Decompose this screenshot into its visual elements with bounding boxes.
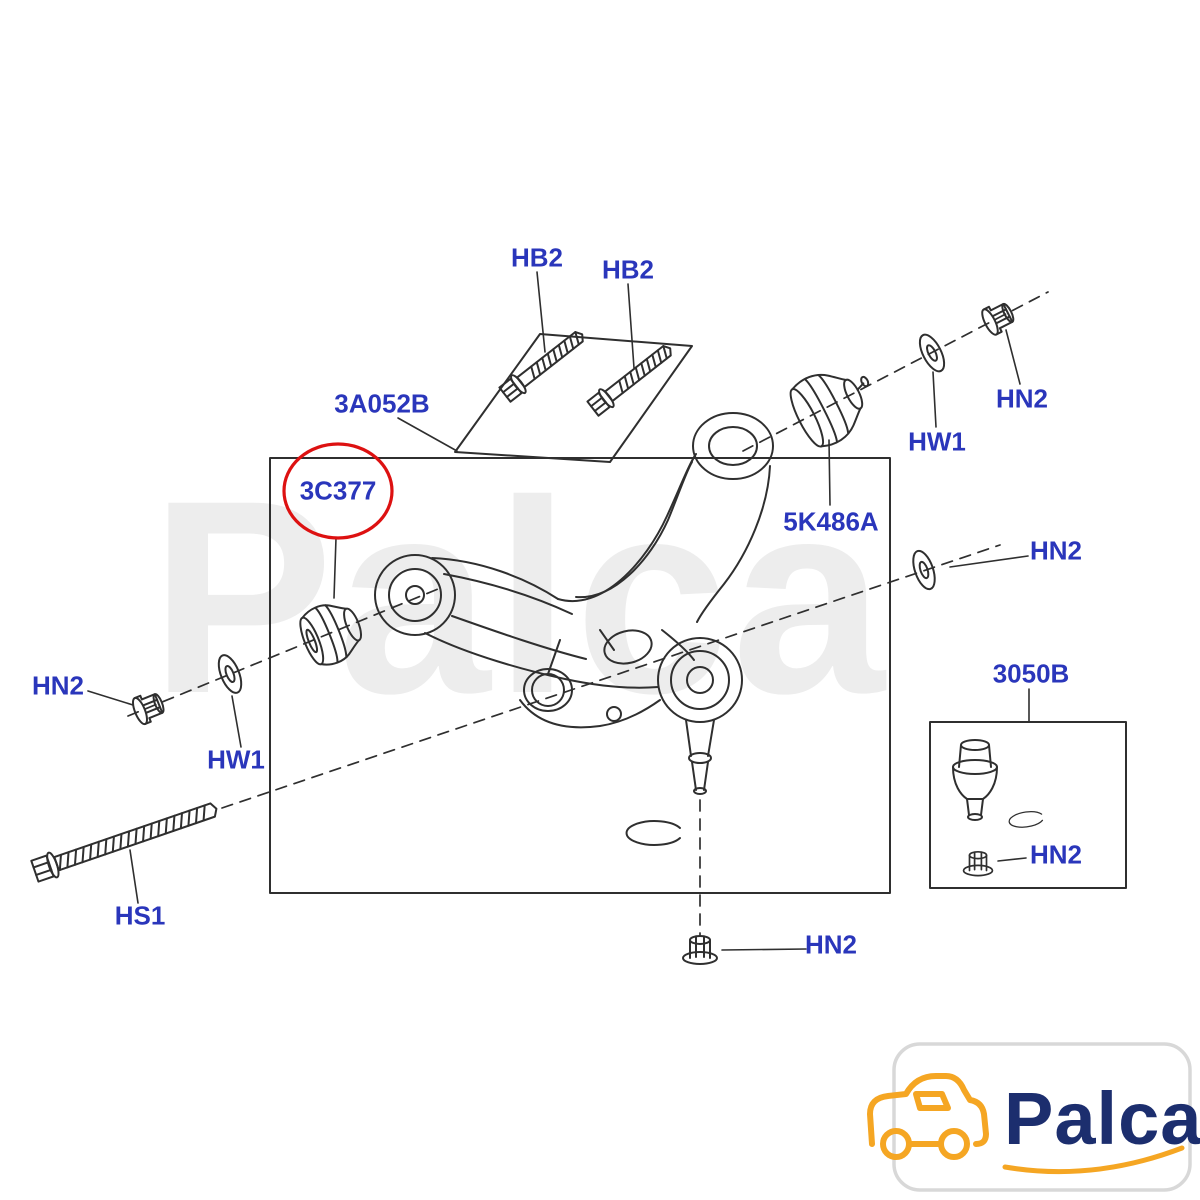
logo-frame <box>892 1042 1192 1192</box>
parts-group-box <box>269 457 891 894</box>
label-3c377: 3C377 <box>299 475 377 506</box>
background-watermark: Palca <box>150 444 889 751</box>
leader-lines <box>87 271 1030 951</box>
label-hn2-box: HN2 <box>1029 839 1083 870</box>
logo-swoosh <box>1002 1145 1185 1175</box>
label-hn2-mid-right: HN2 <box>1029 535 1083 566</box>
label-hb2-1: HB2 <box>510 242 564 273</box>
label-hb2-2: HB2 <box>601 254 655 285</box>
ball-joint-kit-box <box>929 721 1127 889</box>
hn2-nut-kit <box>962 850 994 877</box>
label-hn2-bottom: HN2 <box>804 929 858 960</box>
lower-control-arm <box>374 412 774 729</box>
label-3050b: 3050B <box>992 658 1070 689</box>
label-5k486a: 5K486A <box>783 506 879 537</box>
hw1-washer-left <box>213 651 247 697</box>
label-hs1: HS1 <box>114 900 166 931</box>
label-hw1-left: HW1 <box>207 744 265 775</box>
hn2-nut-bottom <box>682 935 718 965</box>
label-hn2-left: HN2 <box>31 670 85 701</box>
label-hw1-top-right: HW1 <box>908 426 966 457</box>
assembly-axis-lines <box>127 291 1049 937</box>
ball-joint-kit-3050b <box>952 739 1044 877</box>
logo-text: Palca <box>1004 1077 1200 1160</box>
highlight-circle <box>282 442 394 540</box>
palca-logo: Palca <box>858 1036 1200 1198</box>
ball-joint-stud <box>685 719 715 795</box>
bolt-group-box <box>454 333 693 463</box>
snap-ring-kit <box>1007 809 1044 830</box>
logo-car-icon <box>867 1073 989 1160</box>
hs1-pivot-bolt <box>29 795 222 885</box>
snap-ring <box>625 820 681 846</box>
label-hn2-top-right: HN2 <box>995 383 1049 414</box>
hb2-bolt-2 <box>585 338 678 419</box>
label-3a052b: 3A052B <box>334 388 430 419</box>
